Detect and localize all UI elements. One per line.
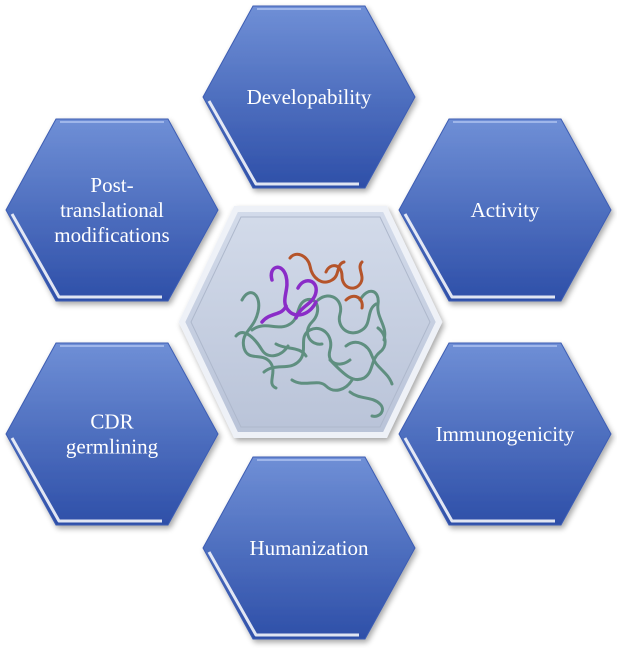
antibody-protein-structure-icon [234,252,394,418]
hexagon-bevel [10,437,162,523]
hexagon-label-activity: Activity [471,198,540,222]
hexagon-label-cdr-germlining: CDR [90,410,133,434]
hexagon-shape [202,456,416,640]
hexagon-developability: Developability [202,5,416,189]
hexagon-label-humanization: Humanization [250,536,369,560]
hexagon-bevel [403,213,555,299]
hexagon-label-developability: Developability [247,85,372,109]
outer-hexagons: DevelopabilityActivityImmunogenicityHuma… [5,5,612,640]
hexagon-bevel [10,213,162,299]
hexagon-bevel [403,437,555,523]
hexagon-activity: Activity [398,118,612,302]
hexagon-shape [5,118,219,302]
hexagon-shape [202,5,416,189]
hexagon-label-post-translational-modifications: translational [60,198,164,222]
hexagon-label-cdr-germlining: germlining [66,435,159,459]
hexagon-shape [398,342,612,526]
hexagon-shape [398,118,612,302]
hexagon-bevel [207,100,359,186]
hexagon-shape [5,342,219,526]
hexagon-label-immunogenicity: Immunogenicity [436,422,575,446]
hexagon-humanization: Humanization [202,456,416,640]
hexagon-label-post-translational-modifications: modifications [54,223,169,247]
hexagon-immunogenicity: Immunogenicity [398,342,612,526]
hexagon-label-post-translational-modifications: Post- [90,173,133,197]
hexagon-bevel [207,551,359,637]
center-hexagon-inner-edge [190,216,431,428]
center-hexagon [178,206,443,438]
